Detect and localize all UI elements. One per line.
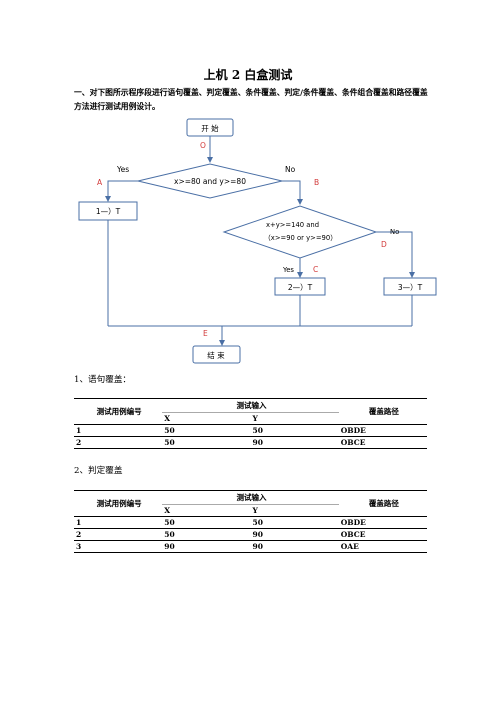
col-header-input: 测试输入 [162, 398, 339, 413]
table-row: 2 50 90 OBCE [74, 436, 427, 449]
cell-id: 1 [74, 516, 163, 529]
point-b-label: B [314, 178, 319, 187]
table-row: 3 90 90 OAE [74, 540, 427, 553]
sub-header-x: X [162, 504, 251, 517]
sub-header-y: Y [250, 504, 339, 517]
cell-y: 50 [250, 516, 339, 529]
cell-id: 1 [74, 424, 163, 437]
decision2-label-line2: （x>=90 or y>=90） [264, 234, 337, 242]
process3-node [383, 277, 437, 296]
col-header-id: 测试用例编号 [74, 398, 163, 425]
decision1-label: x>=80 and y>=80 [174, 177, 246, 186]
cell-x: 50 [162, 528, 251, 541]
col-header-path: 覆盖路径 [338, 398, 427, 425]
decision1-no-label: No [285, 165, 296, 174]
edge-decision1-no [282, 180, 303, 205]
point-o-label: O [200, 141, 206, 150]
task-description: 一、对下图所示程序段进行语句覆盖、判定覆盖、条件覆盖、判定/条件覆盖、条件组合覆… [74, 88, 428, 111]
cell-x: 50 [162, 424, 251, 437]
sub-header-y: Y [250, 412, 339, 425]
cell-id: 3 [74, 540, 163, 553]
col-header-input: 测试输入 [162, 490, 339, 505]
cell-id: 2 [74, 528, 163, 541]
cell-y: 90 [250, 436, 339, 449]
cell-y: 90 [250, 540, 339, 553]
end-node [192, 345, 241, 364]
decision2-node [222, 205, 378, 259]
cell-path: OBDE [338, 424, 427, 437]
cell-y: 50 [250, 424, 339, 437]
process1-label: 1—）T [96, 207, 121, 216]
table-row: 1 50 50 OBDE [74, 424, 427, 437]
point-d-label: D [381, 240, 387, 249]
edge-decision2-no [376, 231, 415, 278]
col-header-id: 测试用例编号 [74, 490, 163, 517]
cell-x: 90 [162, 540, 251, 553]
point-a-label: A [97, 178, 103, 187]
cell-path: OBCE [338, 528, 427, 541]
cell-y: 90 [250, 528, 339, 541]
section2-heading: 2、判定覆盖 [74, 466, 123, 476]
cell-x: 50 [162, 516, 251, 529]
page-title: 上机 2 白盒测试 [203, 68, 293, 82]
end-label: 结 束 [207, 350, 225, 360]
sub-header-x: X [162, 412, 251, 425]
process3-label: 3—）T [398, 283, 423, 292]
cell-path: OBCE [338, 436, 427, 449]
decision-coverage-table: 测试用例编号 测试输入 覆盖路径 X Y 1 50 50 OBDE 2 50 9… [74, 490, 427, 553]
cell-path: OBDE [338, 516, 427, 529]
decision2-label-line1: x+y>=140 and [266, 221, 319, 229]
statement-coverage-table: 测试用例编号 测试输入 覆盖路径 X Y 1 50 50 OBDE 2 50 9… [74, 398, 427, 449]
table-row: 2 50 90 OBCE [74, 528, 427, 541]
col-header-path: 覆盖路径 [338, 490, 427, 517]
table-row: 1 50 50 OBDE [74, 516, 427, 529]
section1-heading: 1、语句覆盖： [74, 375, 132, 385]
cell-x: 50 [162, 436, 251, 449]
cell-path: OAE [338, 540, 427, 553]
cell-id: 2 [74, 436, 163, 449]
decision2-no-label: No [390, 228, 399, 236]
process2-label: 2—）T [288, 283, 313, 292]
point-c-label: C [313, 265, 318, 274]
edge-decision1-yes [105, 180, 138, 202]
start-label: 开 始 [201, 123, 219, 133]
point-e-label: E [203, 329, 208, 338]
decision1-yes-label: Yes [116, 165, 129, 174]
decision2-yes-label: Yes [282, 266, 294, 274]
